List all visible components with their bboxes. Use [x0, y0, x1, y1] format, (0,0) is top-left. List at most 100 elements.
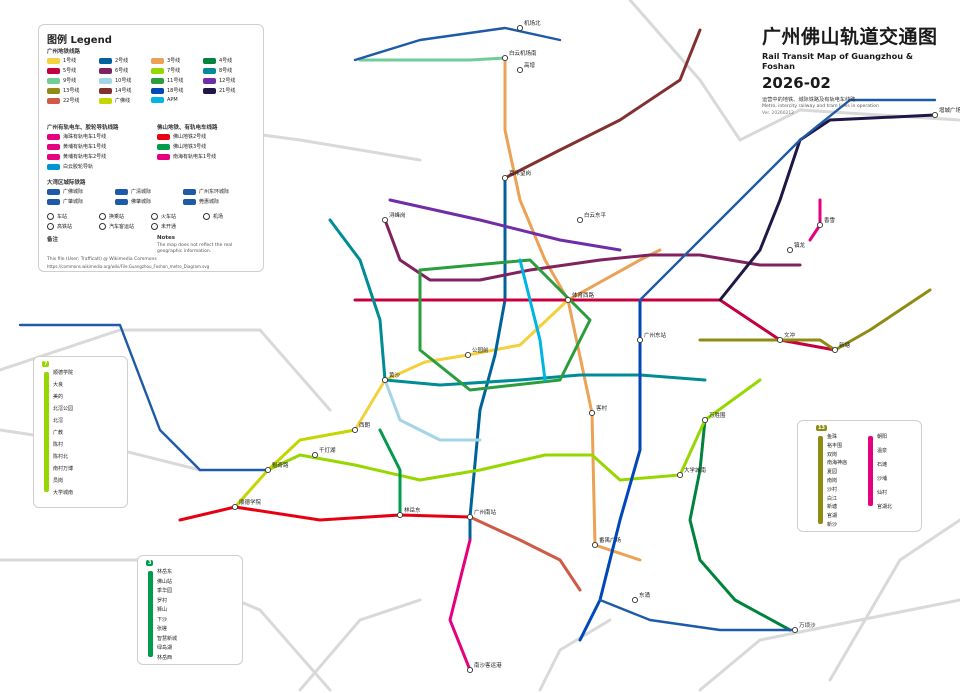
station-label: 嘉禾望岗	[509, 169, 531, 177]
station-dot[interactable]	[676, 471, 684, 479]
line-line13-13	[698, 288, 932, 352]
station-dot[interactable]	[931, 111, 939, 119]
legend-item: 14号线	[99, 87, 131, 94]
inset-station-label: 张槎	[157, 626, 168, 632]
station-label: 新塘	[839, 341, 851, 349]
station-dot[interactable]	[466, 666, 474, 674]
legend-item: 21号线	[203, 87, 235, 94]
inset-station-label: 新沙	[827, 522, 838, 528]
legend-swatch	[203, 67, 216, 74]
inset-station-label: 员岗	[53, 478, 64, 484]
station-dot[interactable]	[264, 466, 272, 474]
station-dot[interactable]	[381, 376, 389, 384]
station-dot[interactable]	[516, 66, 524, 74]
legend-item: 22号线	[47, 97, 79, 104]
station-dot[interactable]	[631, 596, 639, 604]
legend-label: 3号线	[167, 58, 181, 64]
station-dot[interactable]	[701, 416, 709, 424]
inset-station-label: 大良	[53, 382, 64, 388]
map-version: Ver. 20260212	[762, 111, 794, 116]
legend-item: 广肇城际	[47, 198, 83, 205]
inset-station-label: 林岳西	[157, 654, 173, 661]
station-dot[interactable]	[636, 336, 644, 344]
map-title-cn: 广州佛山轨道交通图	[762, 26, 938, 48]
station-dot[interactable]	[381, 216, 389, 224]
station-dot[interactable]	[351, 426, 359, 434]
legend-swatch	[99, 87, 112, 94]
inset-station-label: 罗村	[157, 597, 168, 604]
station-label: 高增	[524, 61, 535, 69]
legend-metro-title: 广州地铁线路	[47, 49, 81, 55]
legend-notes-en: Notes	[157, 235, 176, 241]
legend-item: 11号线	[151, 77, 183, 84]
inset-station-label: 顺德学院	[53, 370, 74, 376]
line-line12-12	[388, 198, 622, 252]
inset-station-label: 北滘	[53, 418, 64, 424]
station-label: 万顷沙	[799, 621, 816, 629]
inset-station-label: 南岗	[827, 478, 838, 484]
line-tram-26	[448, 538, 472, 672]
legend-item: 广佛城际	[47, 188, 83, 195]
station-dot[interactable]	[396, 511, 404, 519]
station-dot[interactable]	[311, 451, 319, 459]
legend-note-1: The map does not reflect the real geogra…	[157, 243, 233, 254]
legend-item: 12号线	[203, 77, 235, 84]
line-line3-2	[503, 56, 642, 562]
station-dot[interactable]	[464, 351, 472, 359]
station-label: 白云机场南	[509, 49, 537, 57]
legend-label: 南海有轨电车1号线	[173, 154, 217, 160]
inset-station-label: 沙埔	[877, 476, 888, 482]
station-dot[interactable]	[816, 221, 824, 229]
legend-item: 广州东环城际	[183, 188, 229, 195]
legend-swatch	[47, 198, 60, 205]
station-dot[interactable]	[501, 54, 509, 62]
station-labels: 广州南站广州东站体育西路公园前客村嘉禾望岗白云机场南番禺广场万胜围黄沙西朗魁奇路…	[239, 19, 960, 669]
legend-symbol: 高铁站	[47, 223, 72, 230]
legend-swatch	[99, 77, 112, 84]
station-dot[interactable]	[588, 409, 596, 417]
station-dot[interactable]	[786, 246, 794, 254]
inset-line	[44, 372, 49, 492]
legend-label: 佛肇城际	[131, 199, 152, 205]
station-dot[interactable]	[576, 216, 584, 224]
station-dot[interactable]	[466, 513, 474, 521]
station-dot[interactable]	[501, 174, 509, 182]
legend-note-3: https://commons.wikimedia.org/wiki/File:…	[47, 264, 210, 269]
line-gf-18	[233, 428, 357, 509]
inset-station-label: 官湖北	[877, 504, 893, 510]
station-dot[interactable]	[516, 24, 524, 32]
legend-label: 莞惠城际	[199, 199, 220, 205]
legend-title: 图例 Legend	[47, 35, 112, 46]
legend-intercity-title: 大湾区城际铁路	[47, 180, 86, 186]
inset-station-label: 南海神庙	[827, 460, 848, 467]
station-dot[interactable]	[776, 336, 784, 344]
station-dots	[231, 24, 939, 674]
inset-line-badge: 3	[146, 560, 154, 566]
legend-swatch	[151, 97, 164, 103]
legend-swatch	[47, 77, 60, 84]
inset-station-label: 美的	[53, 394, 64, 400]
legend-swatch	[47, 57, 60, 64]
station-dot[interactable]	[231, 503, 239, 511]
station-label: 增城广场	[939, 106, 960, 114]
station-dot[interactable]	[791, 626, 799, 634]
line-fs3-25	[378, 428, 402, 517]
legend-symbol: 机场	[203, 213, 223, 220]
inset-station-label: 夏园	[827, 469, 838, 476]
inset-line	[868, 436, 873, 506]
legend-swatch	[157, 143, 170, 150]
station-label: 东涌	[639, 591, 650, 599]
station-dot[interactable]	[831, 346, 839, 354]
station-dot[interactable]	[591, 541, 599, 549]
station-label: 镇龙	[794, 241, 806, 249]
line-line5-5	[353, 298, 837, 352]
line-line21-16	[718, 113, 937, 302]
legend-label: 5号线	[63, 68, 77, 74]
inset-station-label: 新塘	[827, 504, 838, 511]
legend-label: 广州东环城际	[199, 189, 230, 195]
station-label: 浔峰岗	[389, 211, 406, 219]
station-dot[interactable]	[564, 296, 572, 304]
legend-item: 白云胶轮导轨	[47, 163, 93, 170]
